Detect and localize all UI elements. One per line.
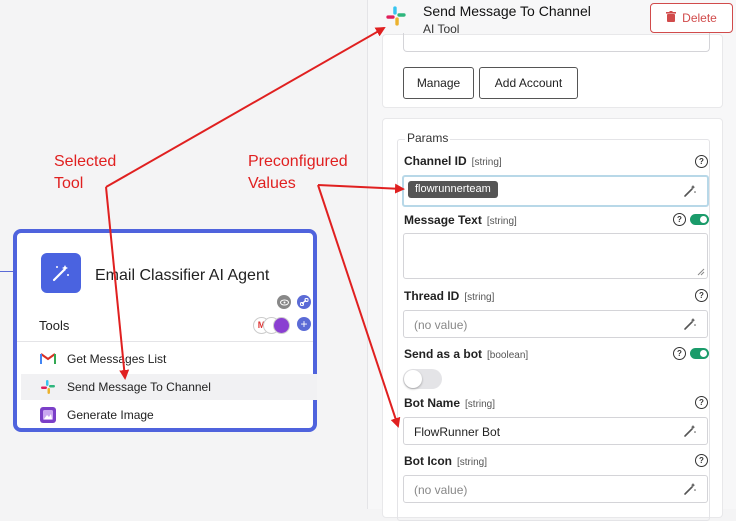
annotation-preconfigured-values: Preconfigured Values <box>248 153 348 192</box>
message-text-input[interactable] <box>403 233 708 279</box>
tool-item-generate-image[interactable]: Generate Image <box>21 402 317 428</box>
delete-button[interactable]: Delete <box>650 3 733 33</box>
resize-handle-icon[interactable] <box>697 268 705 276</box>
thread-id-placeholder: (no value) <box>414 318 468 332</box>
arrow-to-selected-tool <box>105 186 130 380</box>
tools-header: Tools M + <box>17 307 313 342</box>
account-select[interactable] <box>403 33 710 52</box>
tool-item-send-message[interactable]: Send Message To Channel <box>21 374 317 400</box>
params-section: Params Channel ID[string] ? flowrunnerte… <box>382 118 723 521</box>
annotation-arrows <box>105 27 405 428</box>
add-tool-icon[interactable]: + <box>297 317 311 331</box>
gmail-icon <box>39 350 57 368</box>
delete-label: Delete <box>682 11 717 25</box>
tools-label: Tools <box>39 318 70 333</box>
arrow-to-bot-name <box>317 184 401 428</box>
field-label-message-text: Message Text[string] <box>404 213 517 227</box>
annotation-selected-tool: Selected Tool <box>54 153 117 192</box>
bot-icon-placeholder: (no value) <box>414 483 468 497</box>
send-as-bot-field-toggle[interactable] <box>690 348 709 359</box>
panel-title: Send Message To Channel <box>423 3 591 19</box>
arrow-to-panel-title <box>105 27 386 188</box>
help-icon[interactable]: ? <box>673 347 686 360</box>
agent-node-card[interactable]: Email Classifier AI Agent Tools M + Get … <box>13 229 317 432</box>
hidden-eye-icon[interactable] <box>277 295 291 309</box>
slack-icon <box>39 378 57 396</box>
value-chip: flowrunnerteam <box>408 181 498 198</box>
field-label-bot-icon: Bot Icon[string] <box>404 454 488 468</box>
help-icon[interactable]: ? <box>695 454 708 467</box>
field-label-thread-id: Thread ID[string] <box>404 289 495 303</box>
panel-subtitle: AI Tool <box>423 22 460 36</box>
send-as-bot-switch[interactable] <box>403 369 442 389</box>
tool-config-panel: Send Message To Channel AI Tool Delete M… <box>367 0 736 521</box>
image-gen-icon <box>39 406 57 424</box>
manage-button[interactable]: Manage <box>403 67 474 99</box>
message-text-toggle[interactable] <box>690 214 709 225</box>
arrow-to-channel-id <box>317 183 405 194</box>
help-icon[interactable]: ? <box>673 213 686 226</box>
bot-icon-input[interactable]: (no value) <box>403 475 708 503</box>
link-icon[interactable] <box>297 295 311 309</box>
help-icon[interactable]: ? <box>695 289 708 302</box>
tool-label: Generate Image <box>67 408 154 422</box>
magic-wand-icon[interactable] <box>683 482 697 499</box>
tool-label: Get Messages List <box>67 352 167 366</box>
magic-wand-icon[interactable] <box>683 317 697 334</box>
magic-wand-icon[interactable] <box>683 184 697 201</box>
slack-icon <box>385 5 407 32</box>
field-label-channel-id: Channel ID[string] <box>404 154 502 168</box>
tool-stack-icons: M <box>253 317 293 334</box>
magic-wand-icon <box>41 253 81 293</box>
panel-header: Send Message To Channel AI Tool Delete <box>368 0 736 46</box>
field-label-bot-name: Bot Name[string] <box>404 396 496 410</box>
bot-name-value: FlowRunner Bot <box>414 425 501 439</box>
field-label-send-as-bot: Send as a bot[boolean] <box>404 347 529 361</box>
help-icon[interactable]: ? <box>695 396 708 409</box>
thread-id-input[interactable]: (no value) <box>403 310 708 338</box>
channel-id-input[interactable]: flowrunnerteam <box>402 175 709 207</box>
account-section: Manage Add Account <box>382 33 723 108</box>
canvas-connector-line <box>0 271 14 272</box>
tool-label: Send Message To Channel <box>67 380 211 394</box>
add-account-button[interactable]: Add Account <box>479 67 578 99</box>
help-icon[interactable]: ? <box>695 155 708 168</box>
bot-name-input[interactable]: FlowRunner Bot <box>403 417 708 445</box>
tool-item-get-messages[interactable]: Get Messages List <box>21 346 317 372</box>
params-legend: Params <box>405 131 451 145</box>
trash-icon <box>666 11 677 25</box>
agent-title: Email Classifier AI Agent <box>95 267 270 284</box>
magic-wand-icon[interactable] <box>683 424 697 441</box>
